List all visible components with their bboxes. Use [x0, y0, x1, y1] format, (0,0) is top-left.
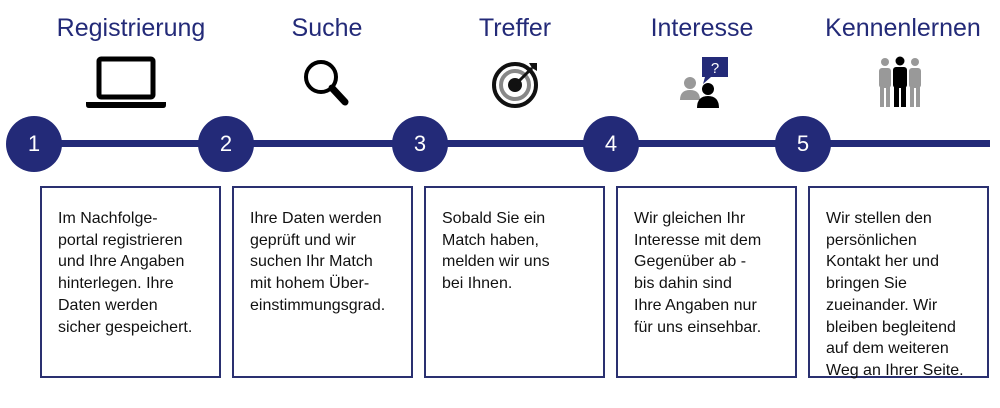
magnifier-icon: [304, 60, 349, 106]
step-description-4: Wir gleichen Ihr Interesse mit dem Gegen…: [616, 186, 797, 378]
target-icon: [492, 62, 538, 108]
timeline-line: [34, 140, 990, 147]
step-description-5: Wir stellen den persönlichen Kontakt her…: [808, 186, 989, 379]
step-title-5: Kennenlernen: [825, 14, 981, 42]
step-number-4: 4: [583, 116, 639, 172]
step-number-2: 2: [198, 116, 254, 172]
step-title-4: Interesse: [650, 14, 754, 42]
step-number-1: 1: [6, 116, 62, 172]
step-description-3: Sobald Sie ein Match haben, melden wir u…: [424, 186, 605, 378]
step-number-5: 5: [775, 116, 831, 172]
step-title-2: Suche: [291, 14, 363, 42]
svg-text:?: ?: [711, 60, 719, 77]
step-number-3: 3: [392, 116, 448, 172]
step-title-1: Registrierung: [56, 14, 206, 42]
step-description-2: Ihre Daten werden geprüft und wir suchen…: [232, 186, 413, 378]
step-title-3: Treffer: [478, 14, 552, 42]
question-people-icon: ?: [680, 57, 728, 108]
laptop-icon: [86, 56, 166, 108]
group-icon: [879, 56, 921, 107]
step-description-1: Im Nachfolge- portal registrieren und Ih…: [40, 186, 221, 378]
